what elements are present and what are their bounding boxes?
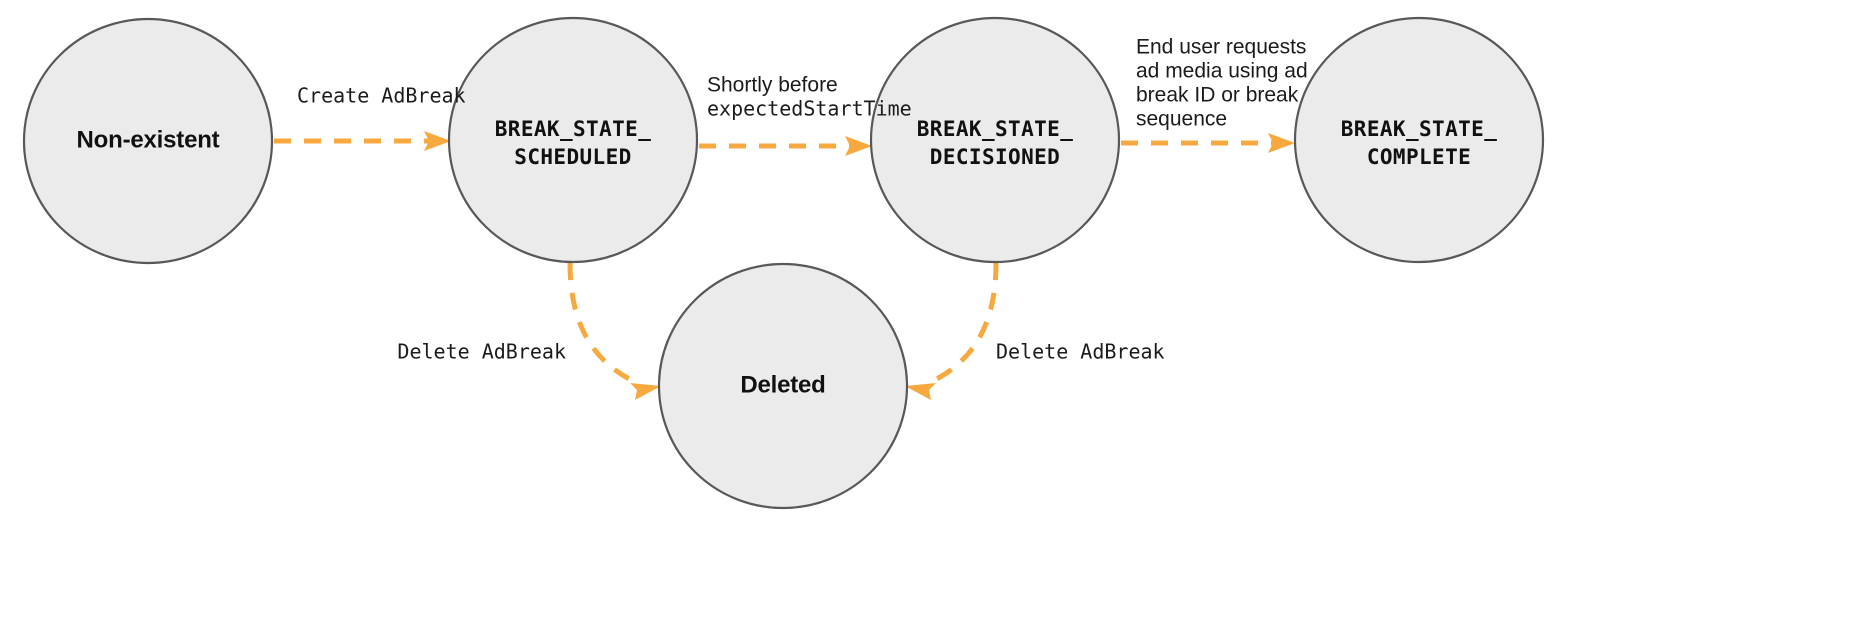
edge-delete-from-decisioned-line [931, 262, 999, 384]
edge-delete-from-decisioned-arrowhead [905, 383, 936, 400]
edge-shortly-before-arrowhead [845, 136, 872, 156]
node-break-state-decisioned-label-line1: BREAK_STATE_ [917, 117, 1074, 141]
node-break-state-complete-shape [1293, 16, 1545, 264]
edge-label-create-adbreak-line1: Create AdBreak [297, 84, 466, 108]
edge-end-user-requests-arrowhead [1268, 133, 1295, 153]
edge-label-delete-adbreak-from-decisioned: Delete AdBreak [996, 340, 1165, 364]
node-break-state-scheduled-shape [447, 16, 699, 264]
node-non-existent[interactable]: Non-existent [22, 17, 274, 265]
node-break-state-decisioned-label-line2: DECISIONED [930, 145, 1060, 169]
node-non-existent-shape [22, 17, 274, 265]
edge-label-end-user-requests-ad-media: End user requests ad media using ad brea… [1136, 36, 1308, 131]
edge-label-delete-from-decisioned-line1: Delete AdBreak [996, 340, 1165, 364]
edge-shortly-before-expected-start-time[interactable] [699, 136, 872, 156]
edge-delete-adbreak-from-decisioned[interactable] [905, 262, 999, 400]
edge-label-end-user-requests-line3: break ID or break [1136, 84, 1299, 107]
edge-label-end-user-requests-line4: sequence [1136, 108, 1227, 131]
node-non-existent-label: Non-existent [77, 126, 220, 153]
edge-delete-from-scheduled-arrowhead [630, 383, 661, 400]
node-break-state-decisioned[interactable]: BREAK_STATE_ DECISIONED [869, 16, 1121, 264]
node-break-state-complete[interactable]: BREAK_STATE_ COMPLETE [1293, 16, 1545, 264]
edge-delete-adbreak-from-scheduled[interactable] [567, 262, 661, 400]
edge-label-delete-from-scheduled-line1: Delete AdBreak [397, 340, 566, 364]
node-break-state-decisioned-shape [869, 16, 1121, 264]
edge-label-shortly-before-expected-start-time: Shortly before expectedStartTime [707, 74, 912, 121]
edge-delete-from-scheduled-line [567, 262, 635, 384]
edge-end-user-requests-ad-media[interactable] [1121, 133, 1295, 153]
edge-label-end-user-requests-line1: End user requests [1136, 36, 1306, 59]
edge-create-adbreak-arrowhead [424, 131, 451, 151]
node-break-state-complete-label-line2: COMPLETE [1367, 145, 1471, 169]
node-deleted[interactable]: Deleted [657, 262, 909, 510]
edge-label-shortly-before-line1: Shortly before [707, 74, 838, 97]
edge-create-adbreak[interactable] [274, 131, 451, 151]
edge-label-shortly-before-line2: expectedStartTime [707, 97, 912, 121]
node-deleted-shape [657, 262, 909, 510]
node-break-state-scheduled[interactable]: BREAK_STATE_ SCHEDULED [447, 16, 699, 264]
node-break-state-complete-label-line1: BREAK_STATE_ [1341, 117, 1498, 141]
edge-label-delete-adbreak-from-scheduled: Delete AdBreak [397, 340, 566, 364]
node-break-state-scheduled-label-line2: SCHEDULED [514, 145, 631, 169]
edge-label-create-adbreak: Create AdBreak [297, 84, 466, 108]
node-break-state-scheduled-label-line1: BREAK_STATE_ [495, 117, 652, 141]
node-deleted-label: Deleted [740, 371, 825, 398]
edge-label-end-user-requests-line2: ad media using ad [1136, 60, 1308, 83]
